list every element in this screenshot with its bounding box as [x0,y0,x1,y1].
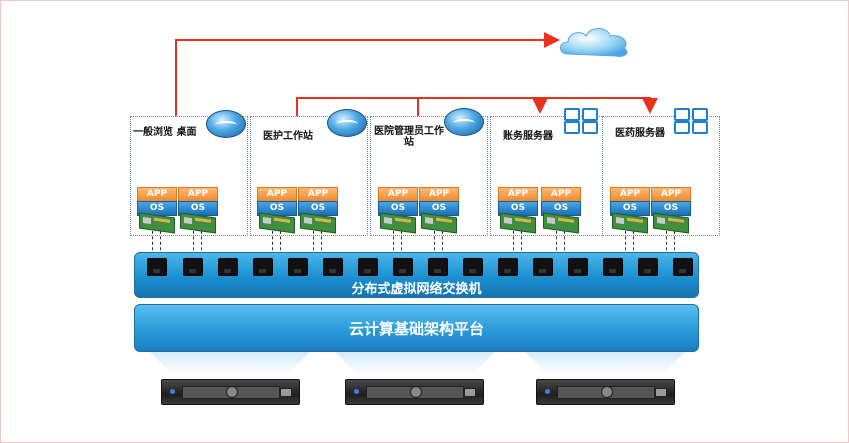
switch-port [498,258,518,276]
switch-port [393,258,413,276]
cable [556,231,557,261]
group-label: 医护工作站 [263,131,313,142]
cloud-icon [560,28,628,57]
switch-port [603,258,623,276]
beam [150,352,310,376]
switch-port [673,258,693,276]
group-label: 账务服务器 [503,131,553,142]
cable [434,231,435,261]
distributed-virtual-switch: 分布式虚拟网络交换机 [134,252,699,298]
cable [401,231,402,261]
cable [193,231,194,261]
internet-link [175,32,560,118]
virtual-switch-icon [444,108,484,136]
switch-port [463,258,483,276]
cable [393,231,394,261]
group-label: 医院管理员工作站 [374,126,444,148]
cable [513,231,514,261]
cable [201,231,202,261]
cable [313,231,314,261]
cable [521,231,522,261]
virtual-switch-icon [206,110,246,138]
cable [564,231,565,261]
group-label: 医药服务器 [615,128,665,139]
cable [633,231,634,261]
switch-port [147,258,167,276]
switch-port [358,258,378,276]
hardware-server-icon [161,379,300,405]
cable [625,231,626,261]
cable [272,231,273,261]
cable [442,231,443,261]
switch-port [183,258,203,276]
server-grid-icon [674,108,710,134]
hardware-server-icon [345,379,484,405]
switch-port [288,258,308,276]
switch-port [218,258,238,276]
server-grid-icon [564,108,600,134]
cable [280,231,281,261]
group-label: 一般浏览 桌面 [133,127,197,138]
cable [674,231,675,261]
cable [666,231,667,261]
switch-port [568,258,588,276]
switch-port [323,258,343,276]
switch-label: 分布式虚拟网络交换机 [351,282,482,297]
cable [321,231,322,261]
cable [160,231,161,261]
beam [525,352,685,376]
beam [335,352,495,376]
switch-port [533,258,553,276]
platform-label: 云计算基础架构平台 [348,320,484,338]
cloud-infrastructure-platform: 云计算基础架构平台 [134,304,699,352]
switch-port [638,258,658,276]
switch-port [253,258,273,276]
server-link [296,97,658,116]
switch-port [428,258,448,276]
cable [152,231,153,261]
hardware-server-icon [536,379,675,405]
virtual-switch-icon [327,109,367,137]
